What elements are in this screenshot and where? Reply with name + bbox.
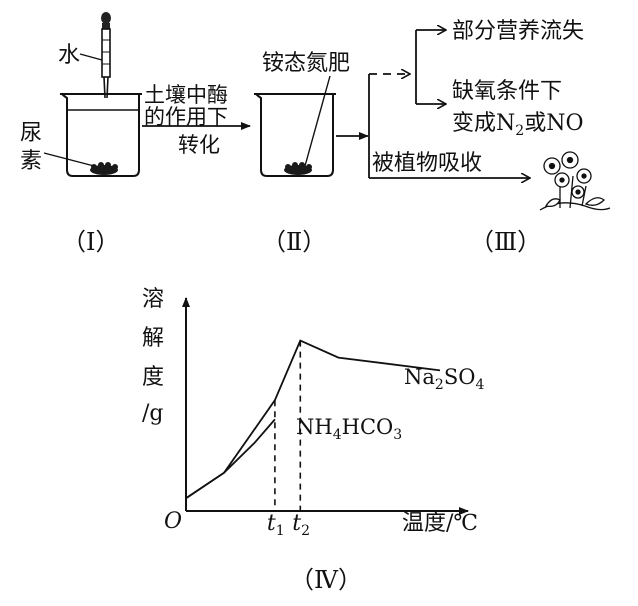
- caption-3: （Ⅲ）: [470, 228, 541, 256]
- panel-2: 铵态氮肥 （Ⅱ）: [254, 51, 369, 256]
- tick-label-t1: t1: [267, 511, 285, 539]
- dropper-icon: [101, 12, 111, 99]
- branch-absorb-label: 被植物吸收: [372, 151, 482, 176]
- arrow-text-line1: 土壤中酶: [144, 83, 228, 107]
- caption-4: （Ⅳ）: [290, 566, 362, 594]
- caption-1: （Ⅰ）: [62, 228, 119, 256]
- ylabel-char-2: 解: [142, 326, 164, 351]
- beaker-2-icon: [254, 93, 336, 177]
- x-axis-label: 温度/℃: [402, 511, 478, 536]
- series-label-nh4hco3: NH4HCO3: [296, 415, 402, 443]
- panel-1: 水 尿 素 土壤中酶 的作用下 转化 （Ⅰ）: [20, 12, 251, 256]
- water-label: 水: [58, 43, 80, 68]
- arrow-text-line3: 转化: [178, 133, 220, 157]
- origin-label: O: [164, 509, 182, 534]
- ylabel-char-3: 度: [142, 365, 164, 390]
- ylabel-char-1: 溶: [142, 287, 164, 312]
- fertilizer-pointer: [304, 75, 331, 167]
- plant-icon: [539, 151, 611, 211]
- arrow-text-line2: 的作用下: [144, 105, 228, 129]
- branch-loss-label: 部分营养流失: [452, 19, 584, 44]
- water-pointer: [79, 53, 103, 61]
- branch-anoxic-line2: 变成N2或NO: [452, 111, 583, 139]
- beaker-1-icon: [60, 93, 142, 177]
- series-line-nh4hco3: [185, 418, 276, 499]
- urea-label-line1: 尿: [20, 121, 42, 146]
- caption-2: （Ⅱ）: [262, 228, 326, 256]
- panel-3: 部分营养流失 缺氧条件下 变成N2或NO 被植物吸收 （Ⅲ）: [368, 19, 611, 256]
- fertilizer-label: 铵态氮肥: [262, 51, 350, 76]
- urea-label-line2: 素: [20, 149, 42, 174]
- ylabel-char-4: /g: [142, 401, 164, 426]
- series-label-na2so4: Na2SO4: [404, 365, 484, 393]
- branch-anoxic-line1: 缺氧条件下: [452, 79, 562, 104]
- tick-label-t2: t2: [292, 511, 310, 539]
- urea-pointer: [43, 152, 95, 167]
